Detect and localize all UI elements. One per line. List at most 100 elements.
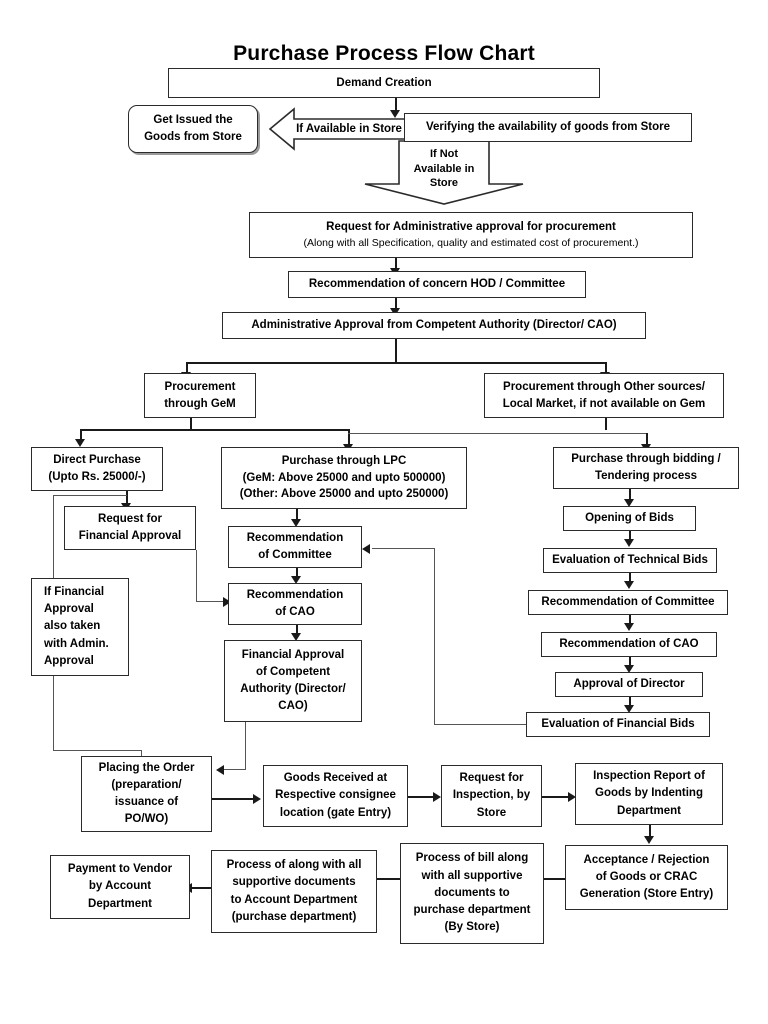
node-procurement-gem: Procurement through GeM xyxy=(144,373,256,418)
block-arrow-if-available-label: If Available in Store xyxy=(296,122,402,135)
connector-report-to-acceptance xyxy=(649,825,651,838)
arrowhead-opening-to-evaltech xyxy=(624,539,634,547)
arrowhead-evaltech-to-reccom xyxy=(624,581,634,589)
connector-iffin-to-order-v2 xyxy=(141,750,143,759)
node-purchase-lpc-line1: Purchase through LPC xyxy=(281,454,407,467)
connector-direct-left-elbow-v xyxy=(53,495,55,581)
node-financial-approval-competent: Financial Approval of Competent Authorit… xyxy=(224,640,362,722)
connector-bidding-to-opening xyxy=(629,489,631,501)
connector-gem-to-direct xyxy=(80,429,82,441)
connector-approval-split-bar xyxy=(186,362,606,364)
connector-billstore-to-accountdept xyxy=(376,878,402,880)
connector-goods-to-inspection xyxy=(408,796,436,798)
node-goods-received-label: Goods Received at Respective consignee l… xyxy=(275,772,396,819)
node-goods-received: Goods Received at Respective consignee l… xyxy=(263,765,408,827)
connector-finapp-to-order-v xyxy=(245,722,247,770)
block-arrow-if-not-available-in-store: If Not Available in Store xyxy=(363,140,525,206)
arrowhead-finapp-to-order xyxy=(216,765,224,775)
page-title: Purchase Process Flow Chart xyxy=(233,42,535,65)
node-procurement-other-sources-label: Procurement through Other sources/ Local… xyxy=(502,380,706,410)
connector-reccombid-to-reccaobid xyxy=(629,615,631,625)
node-placing-the-order: Placing the Order (preparation/ issuance… xyxy=(81,756,212,832)
node-process-account-dept: Process of along with all supportive doc… xyxy=(211,850,377,933)
node-placing-the-order-label: Placing the Order (preparation/ issuance… xyxy=(98,761,195,826)
connector-approval-left-drop xyxy=(186,362,188,374)
node-recommendation-cao-lpc-label: Recommendation of CAO xyxy=(246,589,344,618)
node-inspection-report-label: Inspection Report of Goods by Indenting … xyxy=(593,770,705,817)
connector-evalfin-feedback-h2 xyxy=(372,548,435,550)
node-opening-of-bids-label: Opening of Bids xyxy=(585,512,674,525)
node-request-financial-approval: Request for Financial Approval xyxy=(64,506,196,550)
connector-hod-to-approval xyxy=(395,298,397,310)
connector-gem-to-lpc xyxy=(348,429,350,446)
connector-lpc-to-rec-committee xyxy=(296,509,298,521)
node-get-issued-goods-label: Get Issued the Goods from Store xyxy=(144,114,242,143)
connector-iffin-to-order-h xyxy=(53,750,142,752)
connector-gem-stem xyxy=(190,418,192,430)
connector-gem-split-bar xyxy=(80,429,350,431)
node-purchase-through-bidding: Purchase through bidding / Tendering pro… xyxy=(553,447,739,489)
connector-reccaobid-to-approvaldir xyxy=(629,657,631,667)
connector-order-to-goods xyxy=(212,798,256,800)
arrowhead-demand-to-verifying xyxy=(390,110,400,118)
connector-evaltech-to-reccom xyxy=(629,573,631,583)
node-recommendation-hod-label: Recommendation of concern HOD / Committe… xyxy=(308,278,566,291)
node-procurement-other-sources: Procurement through Other sources/ Local… xyxy=(484,373,724,418)
arrowhead-reccombid-to-reccaobid xyxy=(624,623,634,631)
node-recommendation-cao-bid: Recommendation of CAO xyxy=(541,632,717,657)
down-arrow-shape-icon xyxy=(364,140,524,205)
node-evaluation-technical-bids-label: Evaluation of Technical Bids xyxy=(552,554,708,567)
node-inspection-report: Inspection Report of Goods by Indenting … xyxy=(575,763,723,825)
node-request-admin-approval-line2: (Along with all Specification, quality a… xyxy=(303,236,639,249)
connector-reqfin-to-cao-h xyxy=(196,601,226,603)
node-process-account-dept-label: Process of along with all supportive doc… xyxy=(226,859,362,923)
node-administrative-approval-label: Administrative Approval from Competent A… xyxy=(251,319,617,332)
arrowhead-order-to-goods xyxy=(253,794,261,804)
arrowhead-reccom-to-reccao xyxy=(291,576,301,584)
node-recommendation-committee-bid: Recommendation of Committee xyxy=(528,590,728,615)
node-if-financial-approval-label: If Financial Approval also taken with Ad… xyxy=(44,585,109,667)
node-recommendation-committee-bid-label: Recommendation of Committee xyxy=(541,596,715,609)
connector-opening-to-evaltech xyxy=(629,531,631,541)
node-verifying-availability: Verifying the availability of goods from… xyxy=(404,113,692,142)
arrowhead-goods-to-inspection xyxy=(433,792,441,802)
node-evaluation-technical-bids: Evaluation of Technical Bids xyxy=(543,548,717,573)
connector-other-to-bidding xyxy=(646,433,648,446)
node-recommendation-cao-bid-label: Recommendation of CAO xyxy=(559,638,699,651)
node-direct-purchase-label: Direct Purchase (Upto Rs. 25000/-) xyxy=(48,454,146,483)
connector-approvaldir-to-evalfin xyxy=(629,697,631,707)
node-direct-purchase: Direct Purchase (Upto Rs. 25000/-) xyxy=(31,447,163,491)
node-demand-creation: Demand Creation xyxy=(168,68,600,98)
connector-approval-right-drop xyxy=(605,362,607,374)
connector-evalfin-feedback-v xyxy=(434,548,436,725)
arrowhead-inspection-to-report xyxy=(568,792,576,802)
node-payment-to-vendor: Payment to Vendor by Account Department xyxy=(50,855,190,919)
arrowhead-gem-to-direct xyxy=(75,439,85,447)
connector-demand-to-verifying xyxy=(395,98,397,112)
connector-inspection-to-report xyxy=(542,796,571,798)
node-demand-creation-label: Demand Creation xyxy=(336,76,432,89)
node-evaluation-financial-bids: Evaluation of Financial Bids xyxy=(526,712,710,737)
connector-accountdept-to-payment xyxy=(191,887,213,889)
connector-finapp-to-order-h xyxy=(224,769,246,771)
arrowhead-bidding-to-opening xyxy=(624,499,634,507)
node-opening-of-bids: Opening of Bids xyxy=(563,506,696,531)
connector-iffin-to-order-v1 xyxy=(53,676,55,751)
connector-reccao-to-finapproval xyxy=(296,625,298,635)
block-arrow-if-not-available-label: If Not Available in Store xyxy=(413,147,475,190)
arrowhead-report-to-acceptance xyxy=(644,836,654,844)
node-recommendation-committee-lpc: Recommendation of Committee xyxy=(228,526,362,568)
node-procurement-gem-label: Procurement through GeM xyxy=(164,380,236,410)
arrowhead-evalfin-to-reccom xyxy=(362,544,370,554)
connector-other-split-bar xyxy=(348,433,647,435)
arrowhead-lpc-to-rec-committee xyxy=(291,519,301,527)
node-request-admin-approval-line1: Request for Administrative approval for … xyxy=(326,221,616,234)
block-arrow-if-available-in-store: If Available in Store xyxy=(268,106,408,152)
node-payment-to-vendor-label: Payment to Vendor by Account Department xyxy=(67,863,173,910)
node-request-admin-approval: Request for Administrative approval for … xyxy=(249,212,693,258)
connector-direct-to-request-fin xyxy=(126,491,128,505)
node-get-issued-goods: Get Issued the Goods from Store xyxy=(128,105,258,153)
node-process-bill-store: Process of bill along with all supportiv… xyxy=(400,843,544,944)
node-approval-of-director-label: Approval of Director xyxy=(573,678,685,691)
connector-acceptance-to-billstore xyxy=(542,878,567,880)
